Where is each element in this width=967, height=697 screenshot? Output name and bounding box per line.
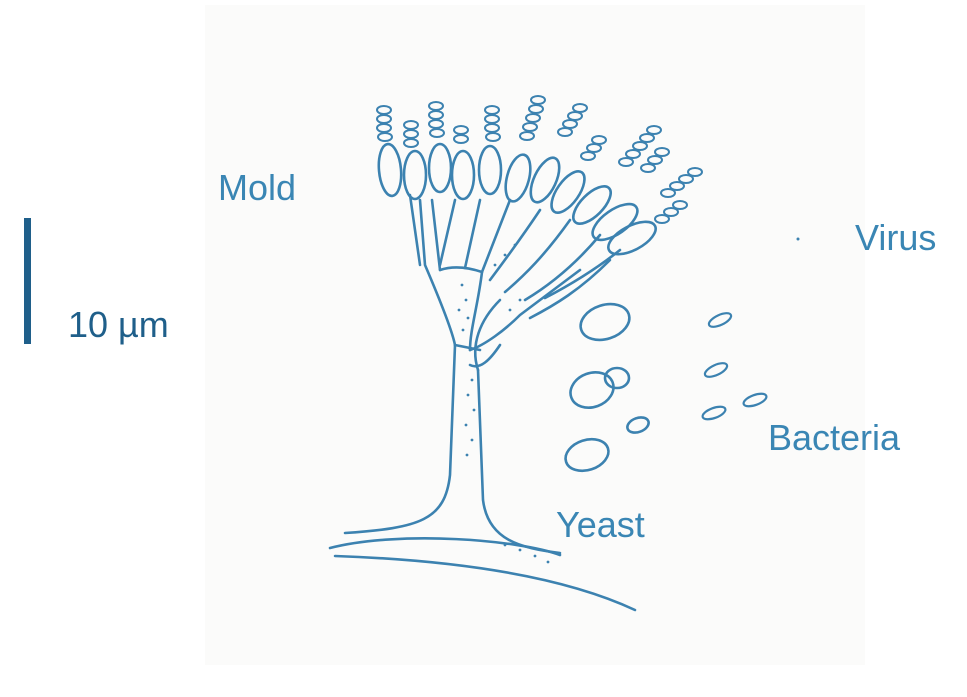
- mold-label: Mold: [218, 170, 296, 206]
- virus-particle: [797, 238, 800, 241]
- scale-label: 10 µm: [68, 307, 169, 343]
- virus-label: Virus: [855, 220, 936, 256]
- scale-bar: [24, 218, 31, 344]
- yeast-label: Yeast: [556, 507, 645, 543]
- bacteria-label: Bacteria: [768, 420, 900, 456]
